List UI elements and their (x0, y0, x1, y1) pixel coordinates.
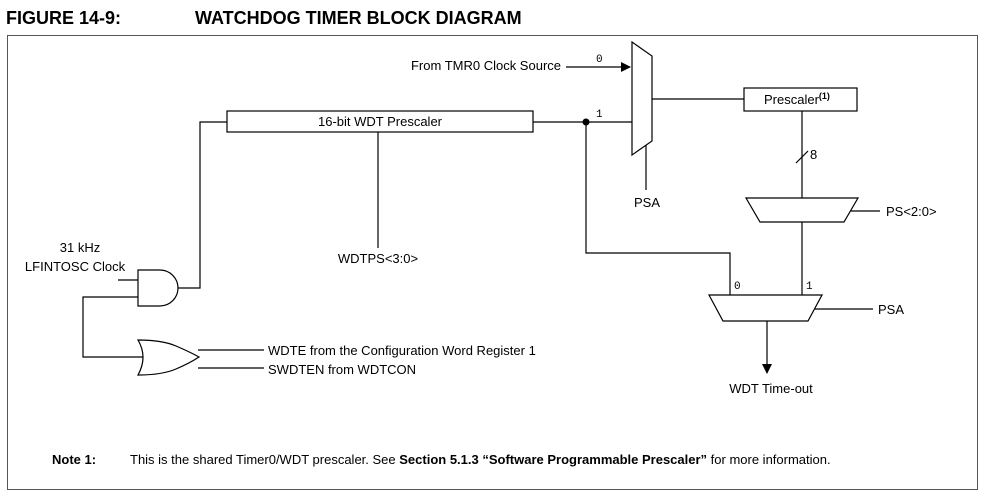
prescaler-label-text: Prescaler (764, 92, 820, 107)
note-head: Note 1: (52, 452, 97, 467)
or-output-wire (82, 296, 143, 358)
prescaler-select-mux (744, 197, 860, 223)
figure-title: FIGURE 14-9: WATCHDOG TIMER BLOCK DIAGRAM (6, 8, 522, 29)
figure-number: FIGURE 14-9: (6, 8, 122, 28)
wdtps-label: WDTPS<3:0> (338, 251, 418, 266)
mux-psa-lower (707, 294, 824, 322)
mux-psa-upper (631, 40, 653, 157)
bus-slash (795, 150, 809, 164)
note-text-after: for more information. (707, 452, 831, 467)
ps-label: PS<2:0> (886, 204, 937, 219)
mux1-input1-label: 1 (596, 109, 603, 121)
psa-lower-label: PSA (878, 302, 904, 317)
psa-upper-label: PSA (634, 195, 660, 210)
footnote: Note 1: This is the shared Timer0/WDT pre… (52, 452, 831, 467)
timeout-label: WDT Time-out (729, 381, 813, 396)
bus-width-label: 8 (810, 147, 817, 162)
and-output-wire (178, 121, 227, 289)
and-gate (137, 269, 179, 307)
wdt-prescaler-label: 16-bit WDT Prescaler (318, 114, 443, 129)
clock-label-line1: 31 kHz (60, 240, 100, 255)
prescaler-label: Prescaler(1) (764, 91, 830, 107)
note-text-before: This is the shared Timer0/WDT prescaler.… (130, 452, 400, 467)
prescaler-footnote-mark: (1) (819, 91, 830, 101)
prescaler-block (743, 87, 858, 112)
mux1-input0-label: 0 (596, 54, 603, 66)
tmr0-source-label: From TMR0 Clock Source (411, 58, 561, 73)
note-section-ref: Section 5.1.3 “Software Programmable Pre… (399, 452, 708, 467)
clock-label-line2: LFINTOSC Clock (25, 259, 126, 274)
figure-caption: WATCHDOG TIMER BLOCK DIAGRAM (195, 8, 522, 28)
mux2-input1-label: 1 (806, 281, 813, 293)
swdten-label: SWDTEN from WDTCON (268, 362, 416, 377)
bypass-wire (585, 122, 731, 295)
mux2-input0-label: 0 (734, 281, 741, 293)
or-gate (136, 339, 201, 376)
diagram-frame (7, 35, 978, 490)
wdte-label: WDTE from the Configuration Word Registe… (268, 343, 536, 358)
